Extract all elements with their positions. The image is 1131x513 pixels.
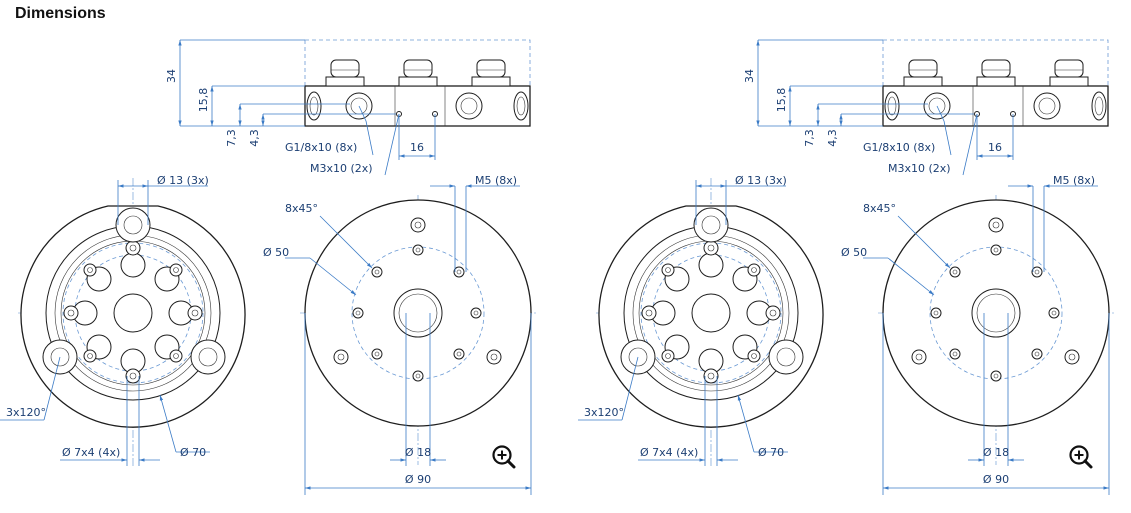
height-a-label: 7,3 [225, 129, 238, 147]
port-thread-label: G1/8x10 (8x) [863, 141, 935, 154]
spacing-label: 16 [988, 141, 1002, 154]
angle-45-label: 8x45° [285, 202, 318, 215]
angle-120-label: 3x120° [6, 406, 46, 419]
height-total-label: 34 [165, 69, 178, 83]
height-port-label: 15,8 [197, 88, 210, 113]
dia-18-label: Ø 18 [983, 446, 1009, 459]
dia-7x4-label: Ø 7x4 (4x) [640, 446, 698, 459]
height-a-label: 7,3 [803, 129, 816, 147]
dia-70-label: Ø 70 [758, 446, 784, 459]
zoom-in-icon[interactable] [1069, 445, 1093, 469]
thread-m5-label: M5 (8x) [475, 174, 517, 187]
angle-120-label: 3x120° [584, 406, 624, 419]
dia-18-label: Ø 18 [405, 446, 431, 459]
height-b-label: 4,3 [248, 129, 261, 147]
side-thread-label: M3x10 (2x) [888, 162, 951, 175]
angle-45-label: 8x45° [863, 202, 896, 215]
port-thread-label: G1/8x10 (8x) [285, 141, 357, 154]
drawing-set-right: 34 15,8 7,3 4,3 G1/8x10 (8x) M3x10 (2x) … [578, 40, 1115, 495]
side-thread-label: M3x10 (2x) [310, 162, 373, 175]
section-heading: Dimensions [15, 5, 106, 22]
dia-7x4-label: Ø 7x4 (4x) [62, 446, 120, 459]
dia-13-label: Ø 13 (3x) [735, 174, 787, 187]
spacing-label: 16 [410, 141, 424, 154]
dia-13-label: Ø 13 (3x) [157, 174, 209, 187]
dia-50-label: Ø 50 [263, 246, 289, 259]
dia-90-label: Ø 90 [983, 473, 1009, 486]
height-total-label: 34 [743, 69, 756, 83]
front-view-drawing [0, 178, 245, 466]
thread-m5-label: M5 (8x) [1053, 174, 1095, 187]
drawing-set-left: 34 15,8 7,3 4,3 G1/8x10 (8x) M3x10 (2x) … [0, 40, 537, 495]
zoom-in-icon[interactable] [492, 445, 516, 469]
height-port-label: 15,8 [775, 88, 788, 113]
front-view-drawing [578, 178, 823, 466]
dia-70-label: Ø 70 [180, 446, 206, 459]
side-view-drawing [180, 40, 530, 175]
dia-50-label: Ø 50 [841, 246, 867, 259]
height-b-label: 4,3 [826, 129, 839, 147]
dia-90-label: Ø 90 [405, 473, 431, 486]
side-view-drawing [758, 40, 1108, 175]
